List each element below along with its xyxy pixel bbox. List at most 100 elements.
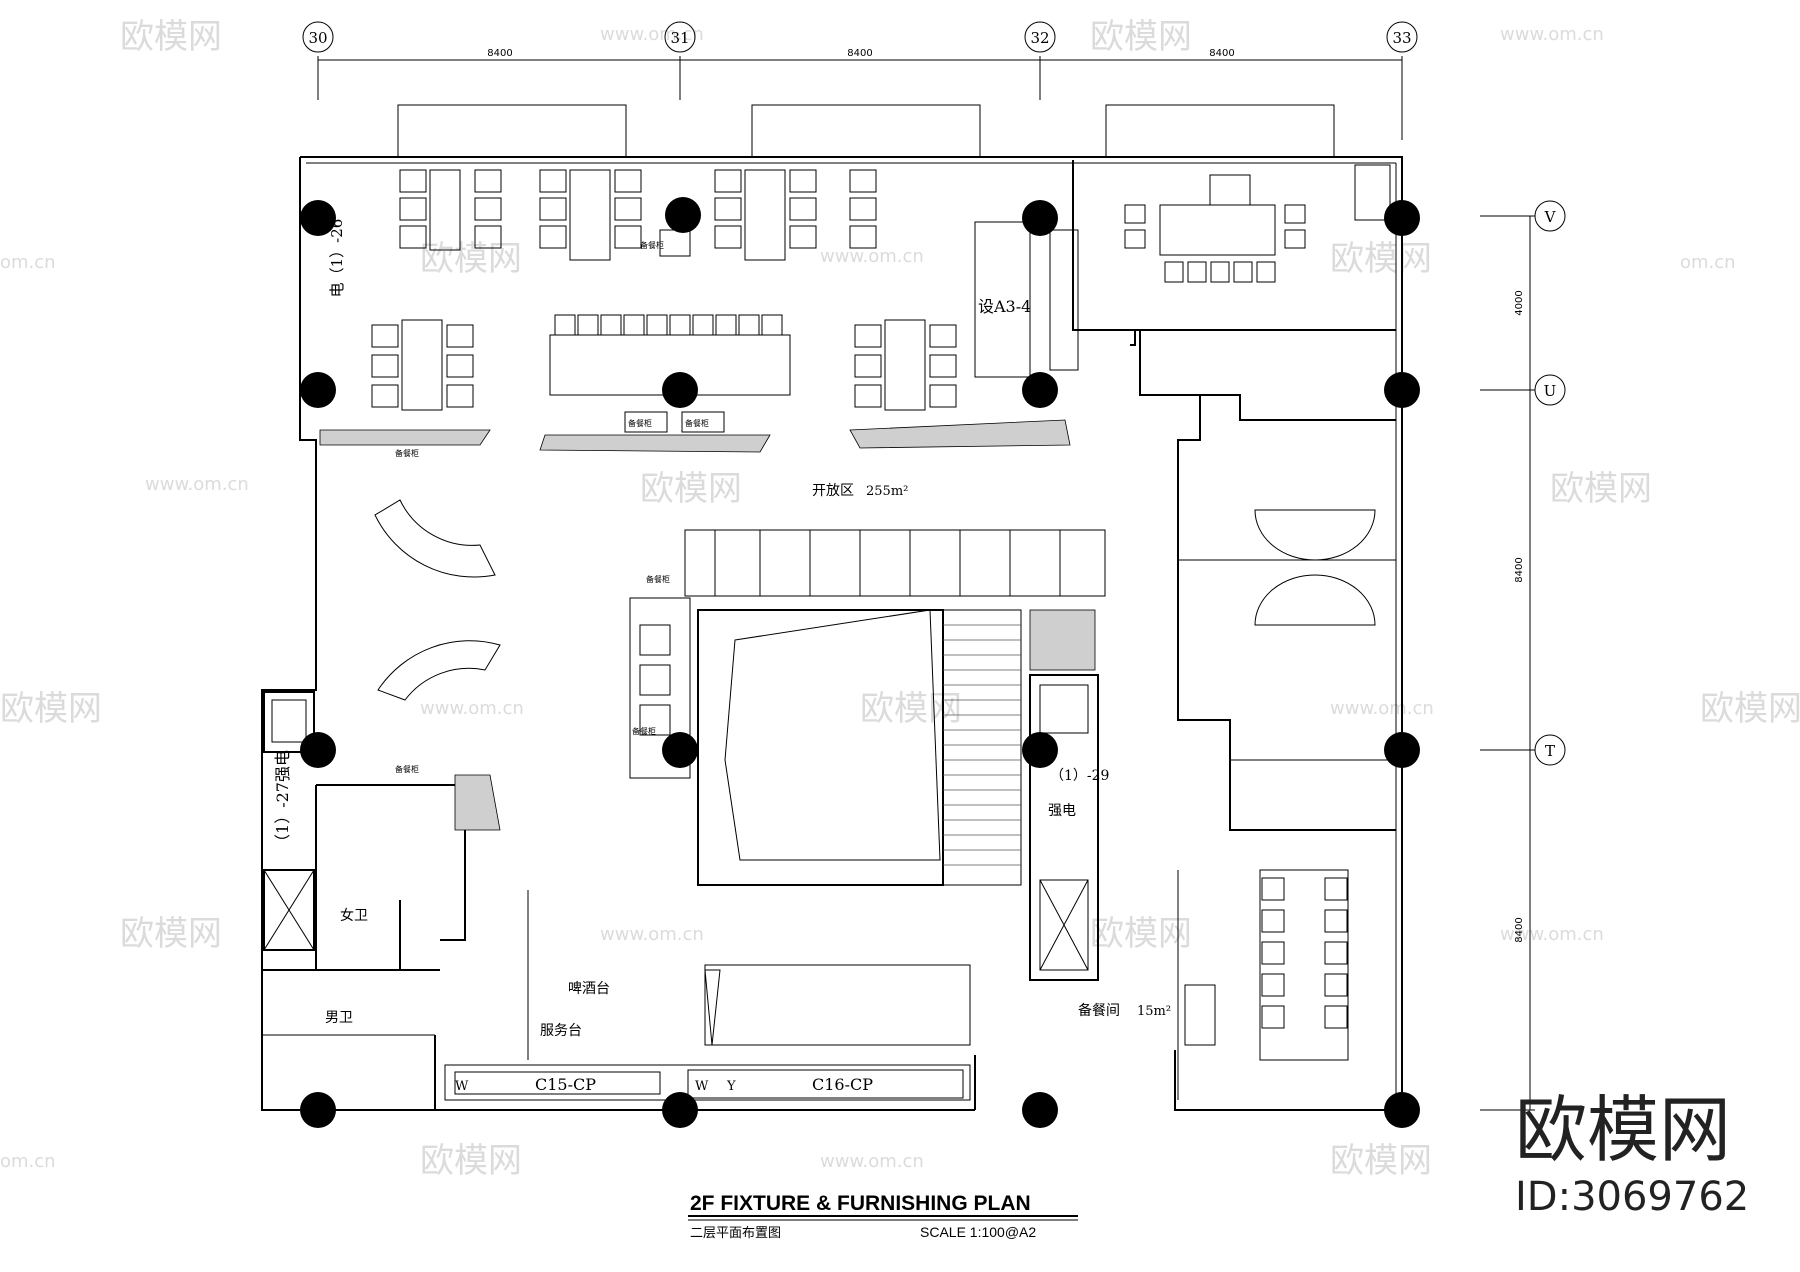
corner-watermark: 欧模网 ID:3069762 xyxy=(1515,1088,1749,1220)
column xyxy=(1384,200,1420,236)
room-label-service-desk: 服务台 xyxy=(540,1023,582,1039)
watermark-brand: 欧模网 xyxy=(1700,689,1800,729)
cabinet-label: 备餐柜 xyxy=(632,726,656,736)
dimension-top-3: 8400 xyxy=(1209,48,1234,59)
cabinet-label: 备餐柜 xyxy=(685,418,709,428)
watermark-brand: 欧模网 xyxy=(640,469,742,509)
grid-label-u: U xyxy=(1544,382,1557,400)
grid-label-31: 31 xyxy=(670,29,689,47)
title-block: 2F FIXTURE & FURNISHING PLAN 二层平面布置图 SCA… xyxy=(688,1192,1078,1241)
drawing-subtitle: 二层平面布置图 xyxy=(690,1226,781,1241)
room-size-pantry: 15m² xyxy=(1137,1004,1171,1019)
grid-bubble xyxy=(664,21,696,53)
watermark-brand: 欧模网 xyxy=(1330,239,1432,279)
interior-walls xyxy=(262,160,1396,1110)
watermark-url: www.om.cn xyxy=(600,24,704,45)
watermark-url: www.om.cn xyxy=(145,474,249,495)
watermark-brand: 欧模网 xyxy=(0,689,102,729)
shaft-label-27: （1）-27强电 xyxy=(273,750,292,850)
room-label-female-wc: 女卫 xyxy=(340,907,368,924)
room-labels: 开放区 255m² 备餐间 15m² 女卫 男卫 啤酒台 服务台 设A3-4 （… xyxy=(273,219,1171,1094)
column xyxy=(300,200,336,236)
room-label-beer-bar: 啤酒台 xyxy=(568,981,610,997)
watermark-url: www.om.cn xyxy=(820,1151,924,1172)
watermark-brand: 欧模网 xyxy=(1090,17,1192,57)
shaft-label-29: （1）-29 xyxy=(1050,768,1109,784)
exterior-walls xyxy=(261,156,1403,1111)
column xyxy=(1384,372,1420,408)
watermark-brand: 欧模网 xyxy=(120,17,222,57)
cabinet-label: 备餐柜 xyxy=(640,240,664,250)
room-label-equipment: 设A3-4 xyxy=(978,297,1031,316)
cabinet-label: 备餐柜 xyxy=(628,418,652,428)
watermark-brand: 欧模网 xyxy=(860,689,962,729)
column xyxy=(1022,1092,1058,1128)
grid-label-32: 32 xyxy=(1030,29,1049,47)
column-tag-c15: C15-CP xyxy=(535,1075,596,1094)
grid-bubble xyxy=(1534,374,1566,406)
watermark-brand: 欧模网 xyxy=(1330,1141,1432,1181)
planters xyxy=(319,419,1096,831)
column xyxy=(300,372,336,408)
column xyxy=(1384,732,1420,768)
watermark-brand: 欧模网 xyxy=(420,1141,522,1181)
dimension-top-2: 8400 xyxy=(847,48,872,59)
room-size-open-area: 255m² xyxy=(866,484,908,499)
structural-columns xyxy=(300,197,1420,1128)
grid-bubble xyxy=(1534,734,1566,766)
dimension-side-1: 4000 xyxy=(1514,290,1525,315)
grid-label-v: V xyxy=(1544,208,1557,226)
watermark-brand: 欧模网 xyxy=(1090,914,1192,954)
drawing-scale: SCALE 1:100@A2 xyxy=(920,1224,1036,1240)
grid-tag-y: Y xyxy=(726,1079,736,1094)
dimension-side-3: 8400 xyxy=(1514,917,1525,942)
column-tag-c16: C16-CP xyxy=(812,1075,873,1094)
column xyxy=(662,1092,698,1128)
dimension-side-2: 8400 xyxy=(1514,557,1525,582)
watermark-url-short: om.cn xyxy=(0,252,56,273)
column xyxy=(665,197,701,233)
column xyxy=(662,732,698,768)
shaft-label-26: 电（1）-26 xyxy=(328,219,346,298)
watermark-url: www.om.cn xyxy=(1500,924,1604,945)
grid-tag-w: W xyxy=(695,1079,709,1094)
watermark-url: www.om.cn xyxy=(1330,698,1434,719)
column xyxy=(1384,1092,1420,1128)
watermark-url: www.om.cn xyxy=(600,924,704,945)
round-booths xyxy=(374,499,1376,701)
column xyxy=(662,372,698,408)
watermark-brand: 欧模网 xyxy=(420,239,522,279)
column xyxy=(300,1092,336,1128)
cabinet-label: 备餐柜 xyxy=(395,448,419,458)
cabinet-label: 备餐柜 xyxy=(395,764,419,774)
watermark-brand: 欧模网 xyxy=(120,914,222,954)
grid-bubble xyxy=(1386,21,1418,53)
label-strong-elec: 强电 xyxy=(1048,803,1076,819)
column xyxy=(1022,372,1058,408)
background-watermarks: 欧模网 www.om.cn 欧模网 www.om.cn 欧模网 om.cn ww… xyxy=(0,17,1800,1181)
grid-dimensions: 30 31 32 33 8400 8400 8400 V U T 4000 84… xyxy=(302,21,1566,1111)
column xyxy=(1022,732,1058,768)
grid-bubble xyxy=(1024,21,1056,53)
stair xyxy=(943,624,1021,866)
top-windows xyxy=(397,104,1335,158)
column xyxy=(1022,200,1058,236)
dimension-top-1: 8400 xyxy=(487,48,512,59)
grid-tag-w: W xyxy=(455,1079,469,1094)
watermark-brand: 欧模网 xyxy=(1550,469,1652,509)
watermark-brand-large: 欧模网 xyxy=(1515,1088,1731,1172)
grid-label-t: T xyxy=(1545,742,1555,760)
room-label-pantry: 备餐间 xyxy=(1078,1002,1120,1019)
column xyxy=(300,732,336,768)
furniture xyxy=(371,164,1391,1029)
watermark-url: www.om.cn xyxy=(420,698,524,719)
grid-label-30: 30 xyxy=(308,29,327,47)
grid-label-33: 33 xyxy=(1392,29,1411,47)
room-label-male-wc: 男卫 xyxy=(325,1010,353,1026)
watermark-url-short: om.cn xyxy=(0,1151,56,1172)
drawing-title: 2F FIXTURE & FURNISHING PLAN xyxy=(690,1192,1031,1215)
grid-bubble xyxy=(302,21,334,53)
grid-bubble xyxy=(1534,200,1566,232)
room-label-open-area: 开放区 xyxy=(812,483,854,499)
